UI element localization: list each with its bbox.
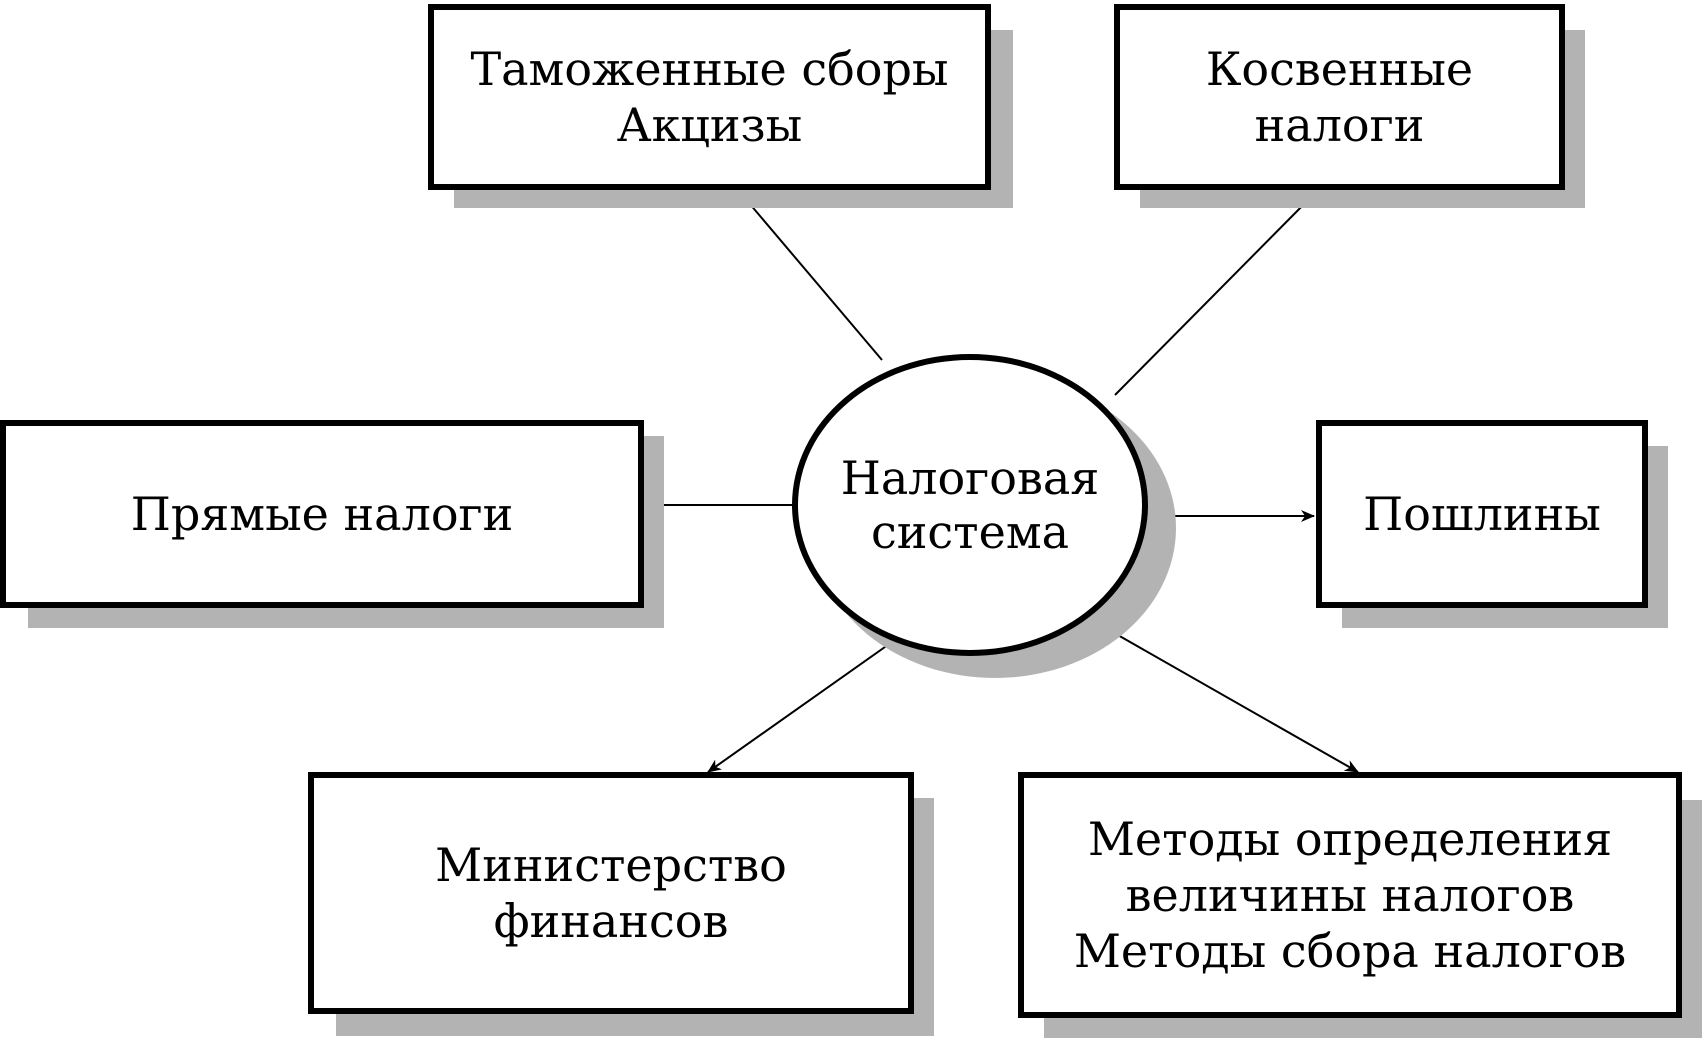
arrow-to-ministry xyxy=(707,641,893,773)
node-ministry-line-2: финансов xyxy=(493,894,729,948)
arrow-to-customs xyxy=(737,189,883,361)
node-tax-methods: Методы определения величины налогов Мето… xyxy=(1018,772,1682,1018)
node-duties: Пошлины xyxy=(1316,420,1648,608)
node-duties-line-1: Пошлины xyxy=(1363,487,1601,541)
node-indirect-line-2: налоги xyxy=(1254,98,1425,152)
center-node-line-1: Налоговая xyxy=(840,451,1100,505)
arrow-to-indirect xyxy=(1114,189,1319,396)
arrow-to-methods xyxy=(1094,621,1359,773)
node-customs-line-1: Таможенные сборы xyxy=(470,42,949,96)
node-customs-excise: Таможенные сборы Акцизы xyxy=(428,4,991,190)
node-methods-line-3: Методы сбора налогов xyxy=(1073,924,1627,978)
node-direct-line-1: Прямые налоги xyxy=(130,487,514,541)
node-ministry-of-finance: Министерство финансов xyxy=(308,772,914,1014)
node-methods-line-1: Методы определения xyxy=(1087,812,1613,866)
center-node-line-2: система xyxy=(870,505,1070,559)
node-ministry-line-1: Министерство xyxy=(435,838,787,892)
node-customs-line-2: Акцизы xyxy=(616,98,803,152)
node-indirect-line-1: Косвенные xyxy=(1205,42,1474,96)
center-node-tax-system: Налоговая система xyxy=(792,354,1148,656)
node-direct-taxes: Прямые налоги xyxy=(0,420,644,608)
node-methods-line-2: величины налогов xyxy=(1125,868,1575,922)
node-indirect-taxes: Косвенные налоги xyxy=(1114,4,1565,190)
